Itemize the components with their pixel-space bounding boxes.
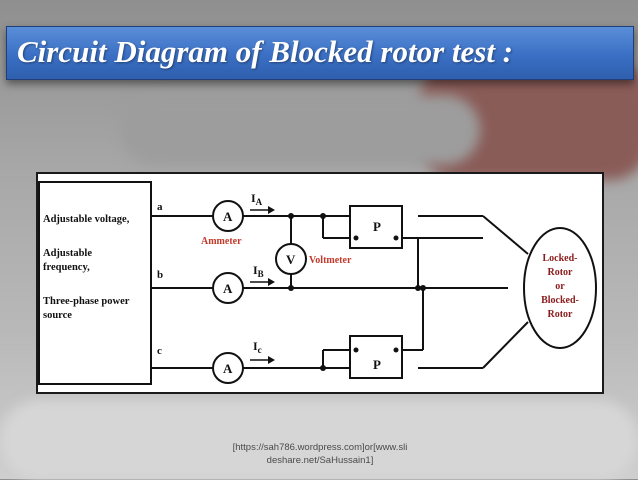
- ammeter-a-symbol: A: [223, 209, 233, 224]
- power-source-box: [38, 181, 152, 385]
- voltmeter: V: [275, 243, 307, 275]
- current-b-label: IB: [253, 263, 264, 279]
- current-arrows: [250, 206, 275, 364]
- ammeter-b-symbol: A: [223, 281, 233, 296]
- ammeter-c: A: [212, 352, 244, 384]
- wattmeter-1-symbol: P: [373, 219, 381, 234]
- phase-c-label: c: [157, 345, 162, 357]
- phase-b-label: b: [157, 269, 163, 281]
- title-bar: Circuit Diagram of Blocked rotor test :: [6, 26, 634, 80]
- ammeter-a: A: [212, 200, 244, 232]
- rotor-line-1: Locked-: [543, 253, 578, 264]
- source-label-line-3: frequency,: [43, 262, 90, 273]
- caption-line-1: [https://sah786.wordpress.com]or[www.sli: [232, 442, 408, 453]
- background-shape: [0, 400, 638, 480]
- voltmeter-symbol: V: [286, 252, 296, 267]
- ammeter-c-symbol: A: [223, 361, 233, 376]
- rotor-line-5: Rotor: [548, 309, 574, 320]
- current-c-label: Ic: [253, 339, 262, 355]
- wattmeter-2-symbol: P: [373, 357, 381, 372]
- wattmeter-2: P: [349, 335, 403, 379]
- rotor-line-4: Blocked-: [541, 295, 579, 306]
- phase-a-label: a: [157, 201, 163, 213]
- circuit-diagram: Adjustable voltage, Adjustable frequency…: [38, 181, 597, 385]
- ammeter-label: Ammeter: [201, 236, 242, 247]
- source-caption: [https://sah786.wordpress.com]or[www.sli…: [200, 441, 440, 467]
- source-label-line-2: Adjustable: [43, 248, 92, 259]
- source-label-line-5: source: [43, 310, 72, 321]
- source-label-line-1: Adjustable voltage,: [43, 214, 130, 225]
- current-a-label: IA: [251, 191, 263, 207]
- locked-rotor: Locked- Rotor or Blocked- Rotor: [523, 227, 597, 349]
- circuit-diagram-frame: Adjustable voltage, Adjustable frequency…: [36, 172, 604, 394]
- background-shape: [120, 95, 480, 165]
- junction-dots: [288, 213, 426, 371]
- page-title: Circuit Diagram of Blocked rotor test :: [17, 34, 513, 69]
- source-label-line-4: Three-phase power: [43, 296, 130, 307]
- wattmeter-1: P: [349, 205, 403, 249]
- rotor-line-2: Rotor: [548, 267, 574, 278]
- ammeter-b: A: [212, 272, 244, 304]
- caption-line-2: deshare.net/SaHussain1]: [266, 455, 374, 466]
- voltmeter-label: Voltmeter: [309, 255, 352, 266]
- rotor-line-3: or: [555, 281, 565, 292]
